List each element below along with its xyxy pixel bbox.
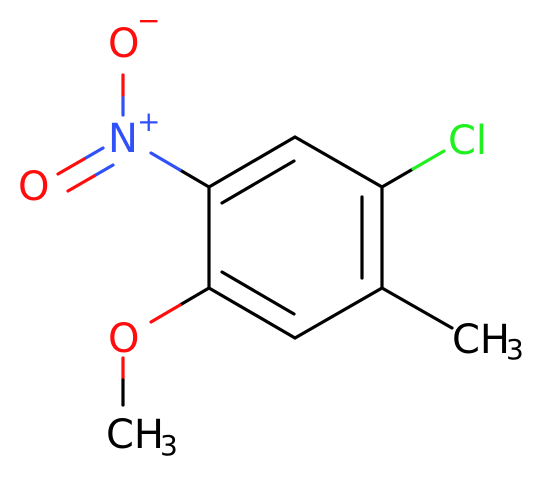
atom-oxygen-top: O	[108, 21, 139, 67]
atom-oxygen-methoxy: O	[108, 316, 139, 362]
ring-bond-c1-c2-inner	[220, 159, 296, 205]
ring-bond-c5-c6-inner	[220, 270, 296, 316]
methyl-bottom-subscript: 3	[160, 429, 178, 462]
atom-methyl-right: CH	[452, 317, 510, 363]
bond-c-cl-green	[411, 149, 446, 171]
bond-c-n-blue	[149, 151, 182, 172]
bond-c-o-methoxy	[178, 286, 211, 307]
bond-c-o-methoxy-red	[149, 303, 182, 324]
atom-methyl-bottom: CH	[106, 412, 164, 458]
bond-n-o-left-blue-1	[82, 146, 105, 161]
atom-chlorine: Cl	[448, 118, 487, 164]
atom-nitrogen: N	[108, 116, 138, 162]
bond-n-o-left-red-2	[66, 174, 96, 193]
bond-c-cl	[380, 167, 415, 189]
ring-bond-c4-c5	[293, 286, 384, 340]
nitrogen-charge: +	[137, 105, 160, 138]
oxygen-top-charge: −	[137, 4, 160, 37]
bond-c-methyl	[380, 286, 454, 330]
methyl-right-subscript: 3	[506, 333, 524, 366]
bond-c-n	[178, 168, 211, 189]
ring-bond-c1-c2	[207, 135, 297, 189]
ring-bond-c2-c3	[293, 135, 384, 189]
bond-n-o-left-blue-2	[92, 163, 115, 178]
ring-bond-c5-c6	[207, 286, 297, 340]
bond-n-o-left-red-1	[56, 157, 86, 176]
atom-oxygen-left: O	[18, 164, 49, 210]
